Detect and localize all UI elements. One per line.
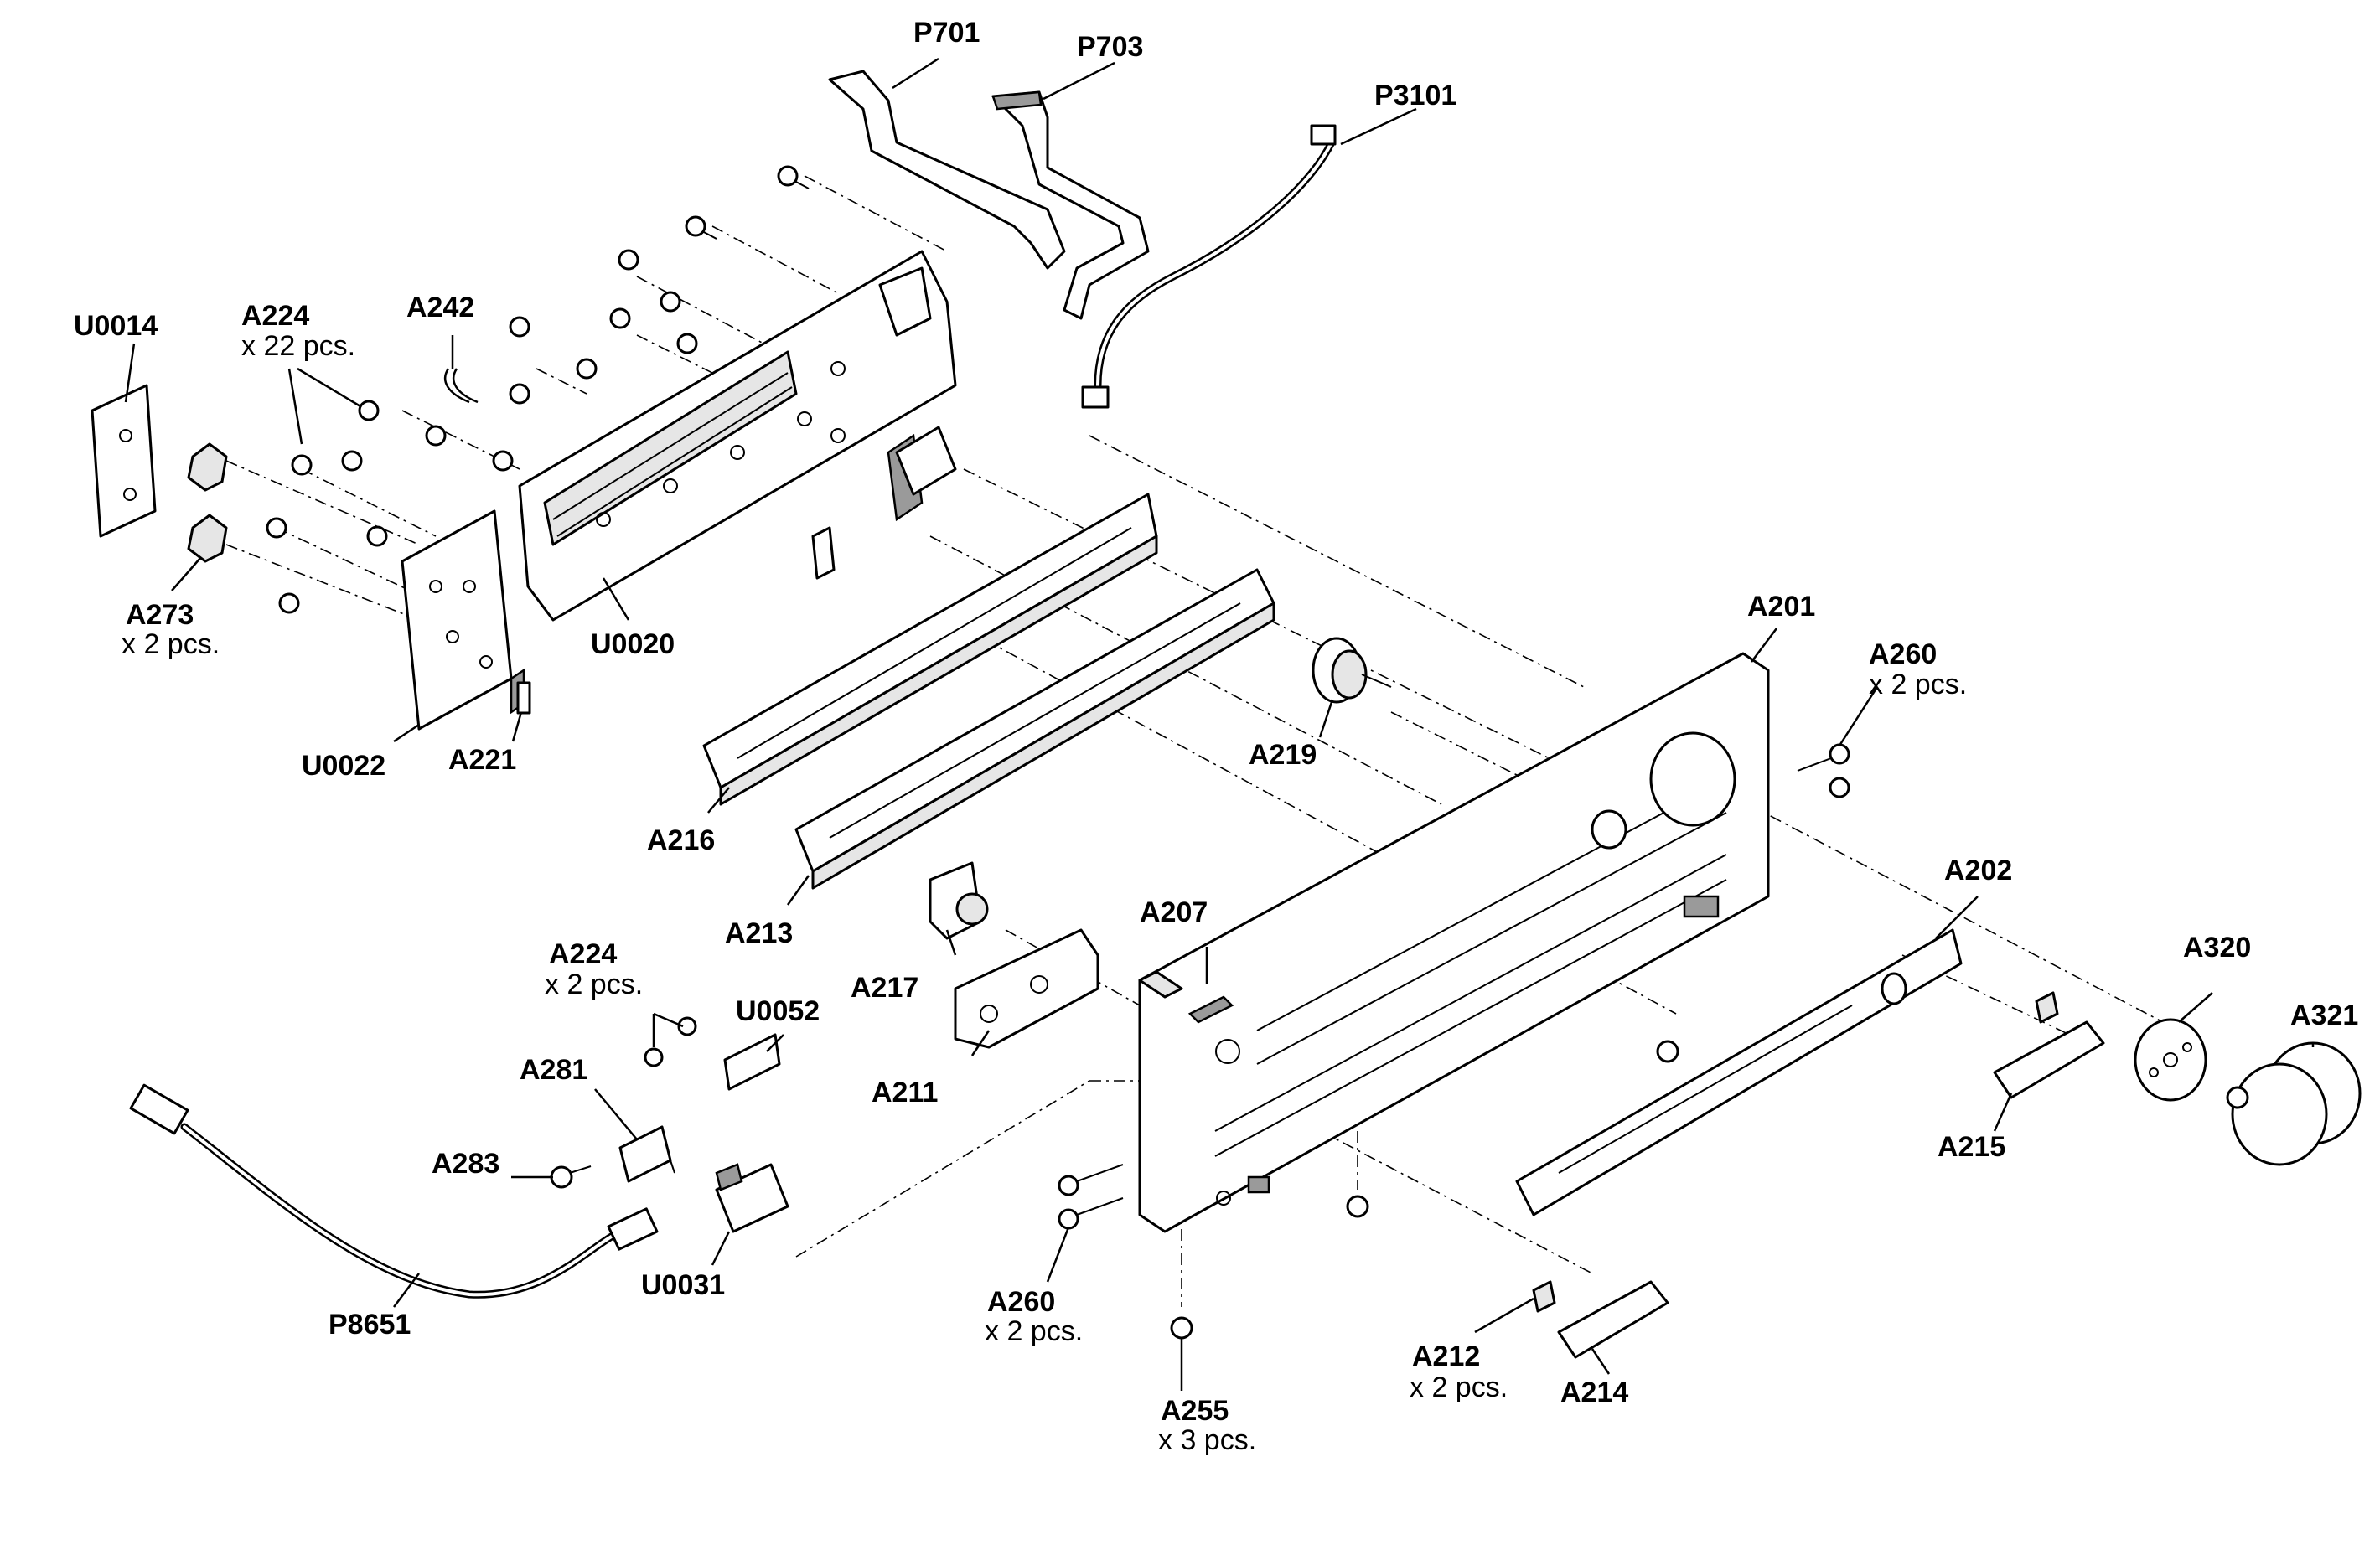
label-a283: A283 [432,1148,499,1180]
ribbon-cable-p701 [828,70,1066,270]
part-labels: P701 P703 P3101 U0014 A224 x 22 pcs. A24… [74,17,2358,1456]
knob-a321 [2226,1041,2362,1166]
screw [609,307,631,329]
label-a219: A219 [1249,739,1317,771]
label-a224-bottom: A224 [549,938,617,970]
display-window-a202 [1515,928,1963,1216]
screw [341,450,363,472]
screw-a224-bottom [644,1016,697,1067]
button-strip-a213 [794,568,1275,890]
label-a215: A215 [1938,1131,2005,1163]
label-u0022: U0022 [302,750,385,782]
screws-a260-top [1797,743,1850,798]
label-a212-qty: x 2 pcs. [1410,1371,1508,1403]
label-a255: A255 [1161,1395,1229,1427]
spacer-a273 [187,442,228,563]
label-u0014: U0014 [74,310,158,342]
knob-washer-a320 [2134,1018,2207,1102]
label-p703: P703 [1077,31,1143,63]
bracket-a211 [954,928,1099,1049]
label-a221: A221 [448,744,516,776]
screw [278,592,300,614]
wire-harness-p3101 [1081,124,1337,409]
front-panel-a201 [1138,652,1770,1233]
display-pcb-u0020 [518,250,957,622]
screw [777,165,810,189]
label-p8651: P8651 [329,1309,411,1340]
side-pcb-u0022 [401,509,525,731]
screw [425,425,447,447]
label-a216: A216 [647,824,715,856]
screw [685,215,717,240]
ribbon-cable-p703 [991,90,1150,320]
label-a255-qty: x 3 pcs. [1158,1424,1256,1456]
label-a217: A217 [851,972,918,1004]
connector-a221 [516,681,531,715]
label-u0052: U0052 [736,995,820,1027]
label-a212: A212 [1412,1340,1480,1372]
wire-a242 [443,368,479,404]
label-u0031: U0031 [641,1269,725,1301]
label-a273: A273 [126,599,194,631]
label-a242: A242 [406,292,474,323]
label-a224-top-qty: x 22 pcs. [241,330,355,362]
screw [266,517,287,539]
button-a214 [1532,1280,1669,1359]
power-cable-p8651 [129,1083,659,1299]
screw-group-a224 [266,165,810,614]
screw [291,454,313,476]
screw [660,291,681,313]
label-a207: A207 [1140,896,1208,928]
bracket-u0052 [723,1033,781,1091]
label-a321: A321 [2290,1000,2358,1031]
screw [509,316,530,338]
encoder-a219 [1312,637,1392,704]
label-a320: A320 [2183,932,2251,963]
label-u0020: U0020 [591,628,675,660]
label-a260-top-qty: x 2 pcs. [1869,669,1967,700]
label-p701: P701 [913,17,980,49]
label-a211: A211 [872,1077,938,1108]
label-a224-bottom-qty: x 2 pcs. [545,969,643,1000]
screw [358,400,380,421]
screw [576,358,598,380]
screw [509,383,530,405]
label-a201: A201 [1747,591,1815,622]
small-pcb-u0014 [91,384,157,538]
screw-a283 [550,1165,592,1189]
label-a224-top: A224 [241,300,309,332]
label-p3101: P3101 [1374,80,1456,111]
switch-a217 [929,861,989,940]
label-a273-qty: x 2 pcs. [122,628,220,660]
bracket-a281 [618,1125,675,1183]
leader-lines [124,57,2315,1391]
screws-a260-bottom [1058,1164,1124,1230]
screw [492,450,514,472]
screw [366,525,388,547]
pcb-u0031 [715,1163,789,1233]
label-a260-bottom-qty: x 2 pcs. [985,1315,1083,1347]
label-a202: A202 [1944,855,2012,886]
label-a214: A214 [1560,1377,1628,1408]
label-a281: A281 [520,1054,587,1086]
screws-a255 [1170,1040,1679,1340]
label-a260-bottom: A260 [987,1286,1055,1318]
screw [676,333,698,354]
button-a215 [1993,991,2105,1099]
screw [618,249,639,271]
label-a213: A213 [725,917,793,949]
label-a260-top: A260 [1869,638,1937,670]
